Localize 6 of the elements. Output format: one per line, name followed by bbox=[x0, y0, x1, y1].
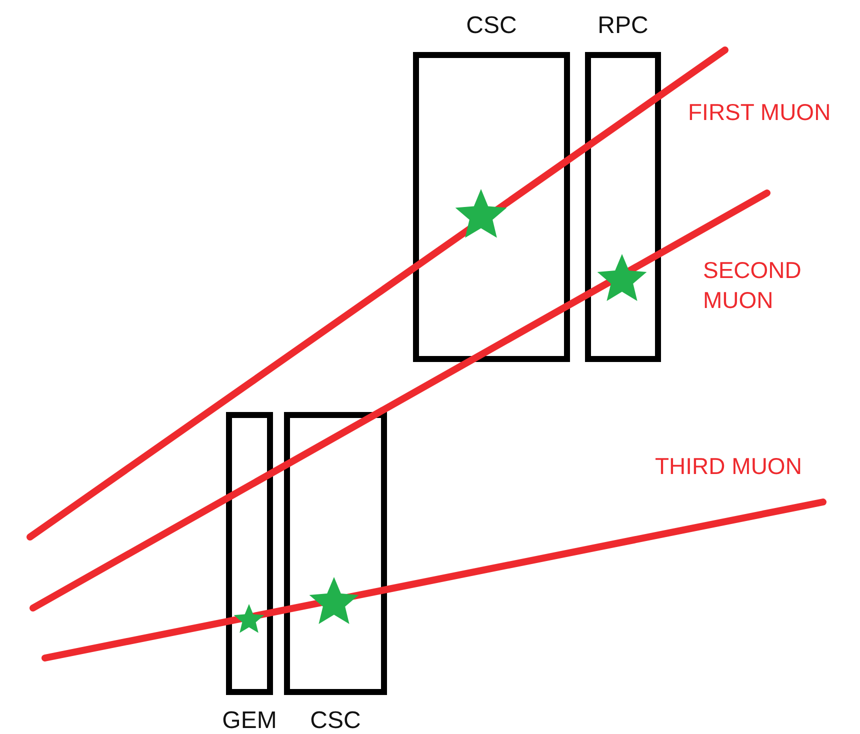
muon-label: FIRST MUON bbox=[688, 98, 832, 127]
detector-label: RPC bbox=[596, 12, 650, 40]
detector-label: GEM bbox=[221, 707, 278, 734]
muon-label: THIRD MUON bbox=[655, 452, 803, 481]
muon-label: SECOND MUON bbox=[703, 256, 802, 315]
detector-label: CSC bbox=[465, 12, 518, 40]
